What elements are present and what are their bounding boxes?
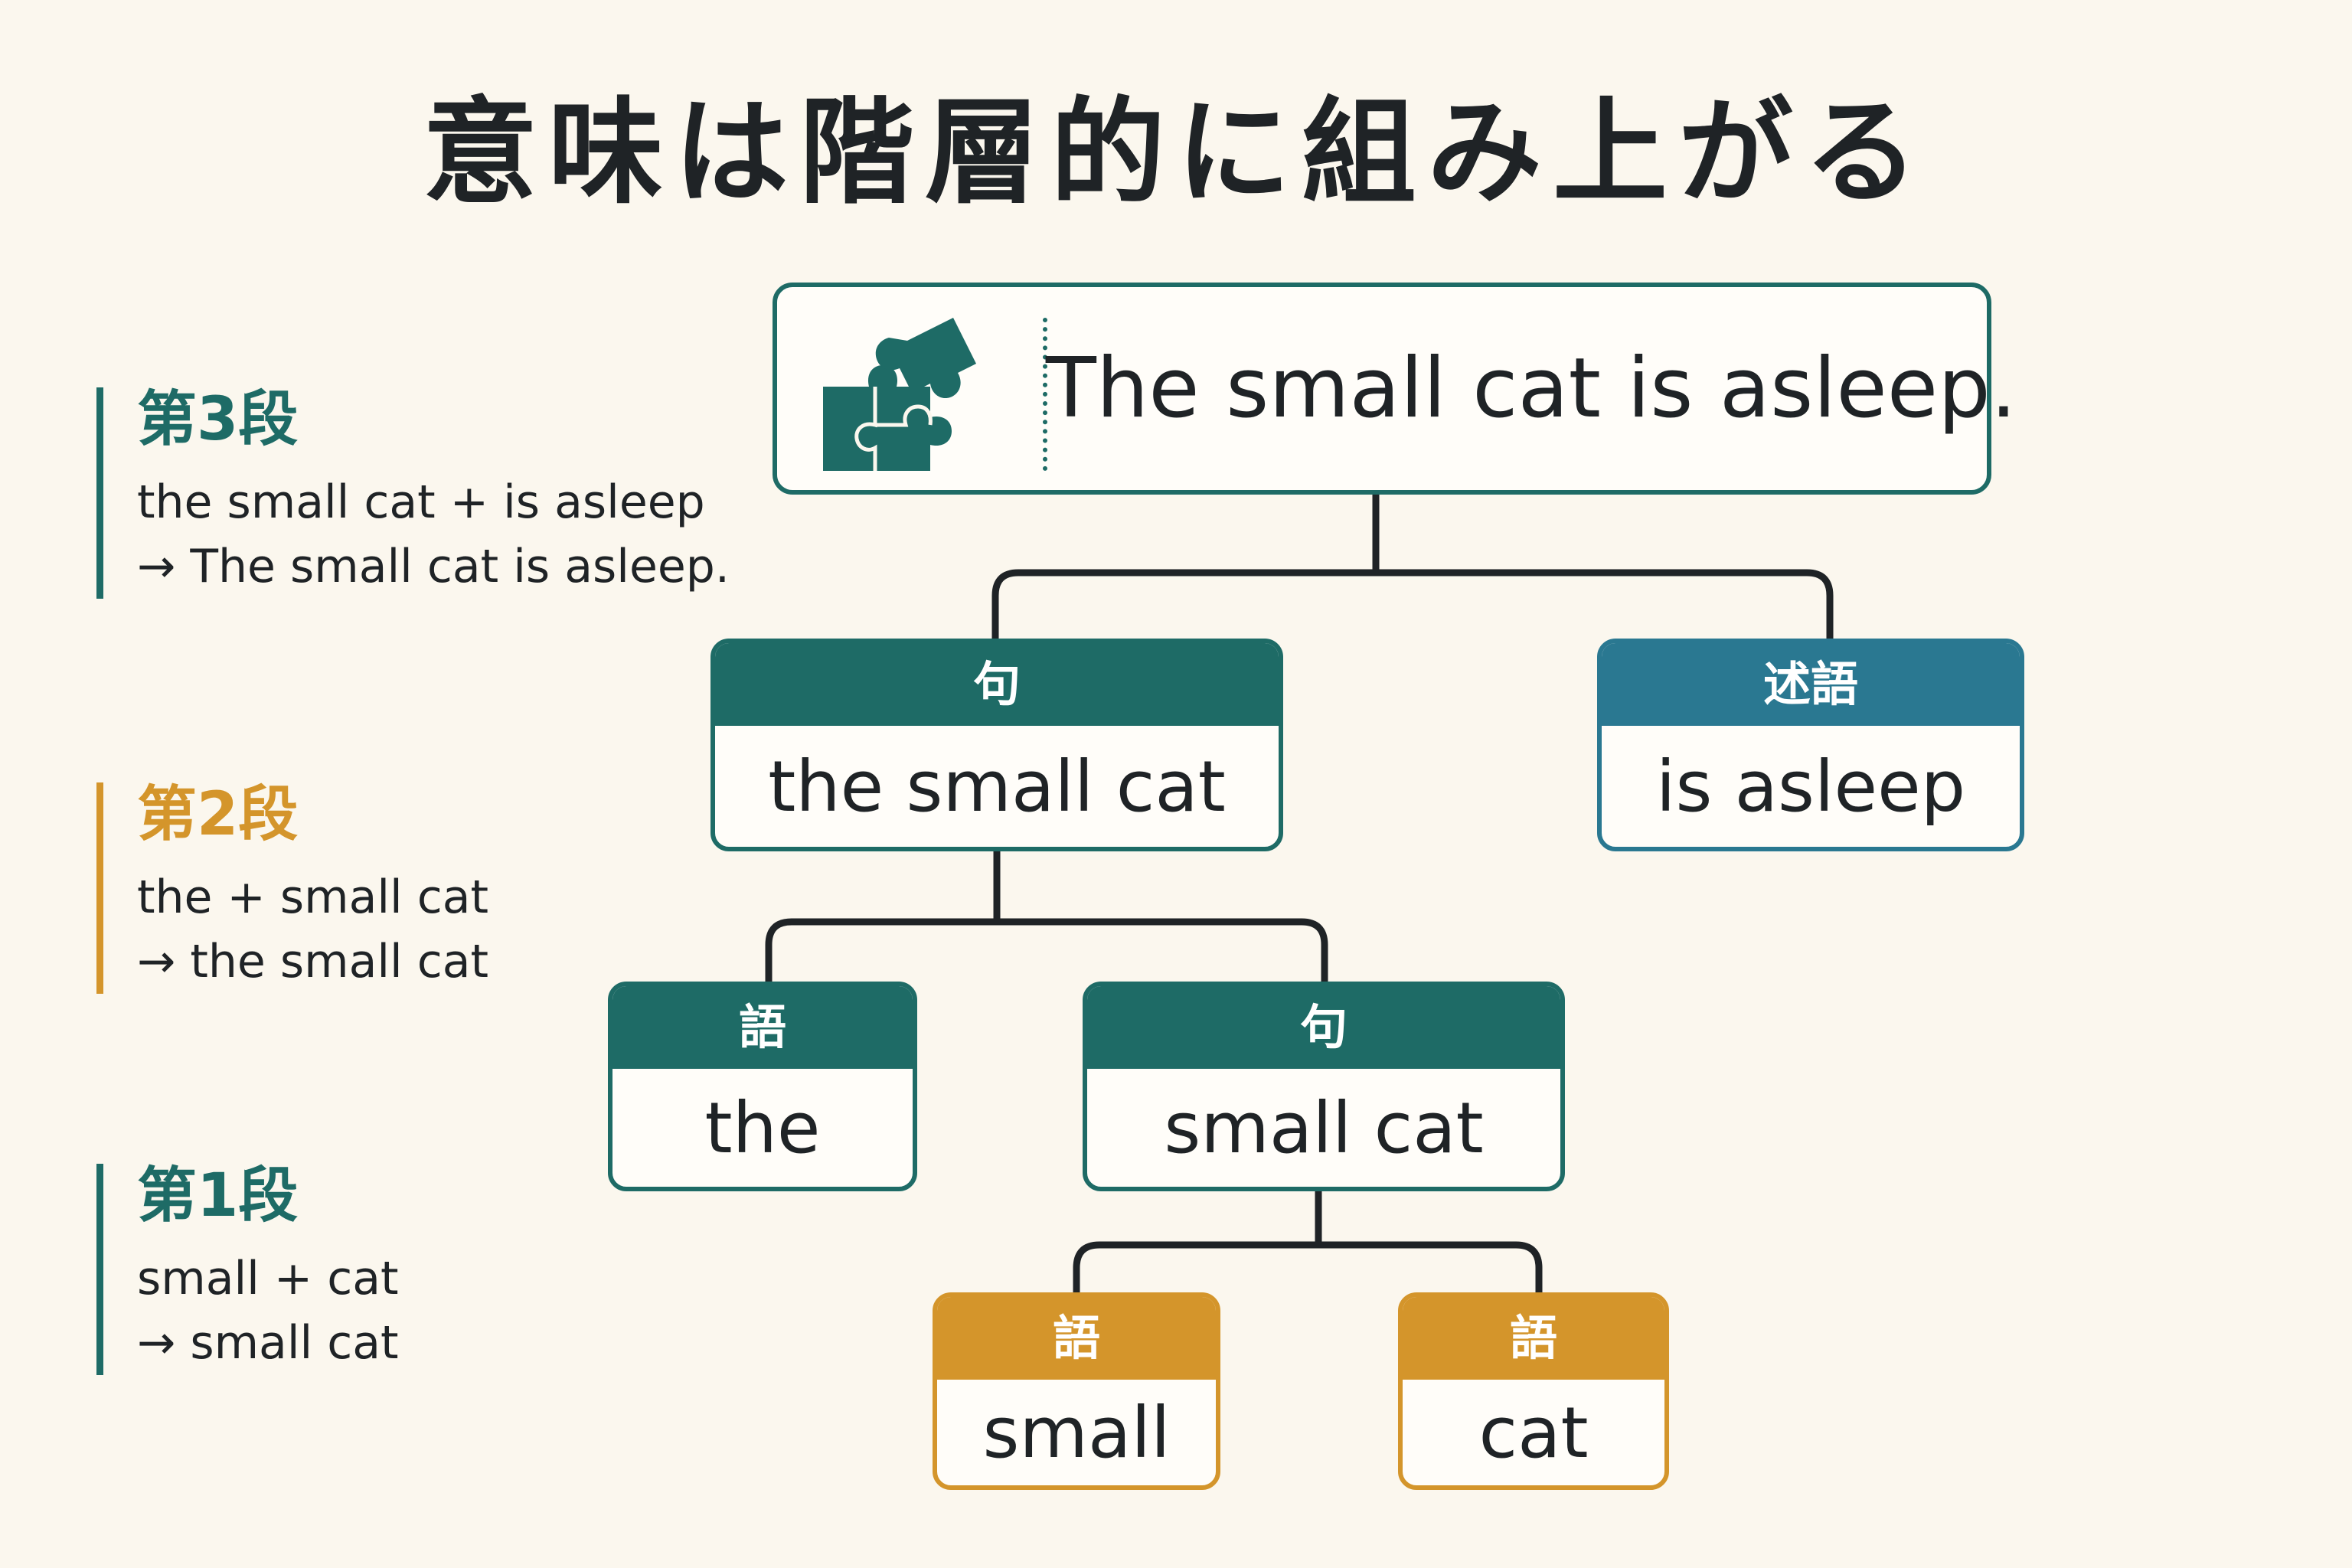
node-type-label: 句 xyxy=(1087,986,1560,1069)
stage-1-line-1: small + cat xyxy=(137,1251,399,1305)
page-title: 意味は階層的に組み上がる xyxy=(422,87,1929,220)
node-text: the xyxy=(704,1086,821,1169)
node-noun-phrase-the-small-cat: 句 the small cat xyxy=(710,639,1283,851)
puzzle-icon xyxy=(823,318,976,471)
node-text: small cat xyxy=(1164,1086,1484,1169)
node-type-label: 語 xyxy=(1403,1297,1664,1380)
sentence-text: The small cat is asleep. xyxy=(1045,341,2017,436)
node-word-cat: 語 cat xyxy=(1398,1292,1669,1490)
node-type-label: 述語 xyxy=(1602,643,2020,726)
connector-np-to-children xyxy=(765,848,1328,985)
node-text: cat xyxy=(1478,1391,1589,1474)
node-word-small: 語 small xyxy=(933,1292,1220,1490)
stage-3-line-2: → The small cat is asleep. xyxy=(137,539,730,593)
node-text: small xyxy=(982,1391,1171,1474)
stage-3-line-1: the small cat + is asleep xyxy=(137,475,705,529)
node-type-label: 語 xyxy=(937,1297,1216,1380)
node-predicate-is-asleep: 述語 is asleep xyxy=(1597,639,2024,851)
stage-3-legend: 第3段 the small cat + is asleep → The smal… xyxy=(96,387,730,599)
node-phrase-small-cat: 句 small cat xyxy=(1083,982,1565,1191)
stage-2-line-1: the + small cat xyxy=(137,870,489,924)
node-type-label: 語 xyxy=(612,986,913,1069)
dotted-divider xyxy=(1043,318,1047,471)
connector-sentence-to-children xyxy=(991,491,1834,642)
stage-3-label: 第3段 xyxy=(137,385,299,454)
stage-1-legend: 第1段 small + cat → small cat xyxy=(96,1161,399,1375)
node-word-the: 語 the xyxy=(608,982,917,1191)
node-type-label: 句 xyxy=(715,643,1279,726)
node-text: is asleep xyxy=(1655,745,1966,828)
connector-phrase-to-words xyxy=(1073,1187,1543,1296)
stage-2-legend: 第2段 the + small cat → the small cat xyxy=(96,782,488,994)
stage-1-label: 第1段 xyxy=(137,1161,299,1230)
sentence-node: The small cat is asleep. xyxy=(773,283,2017,495)
stage-2-label: 第2段 xyxy=(137,780,299,849)
stage-1-line-2: → small cat xyxy=(137,1315,399,1370)
stage-2-line-2: → the small cat xyxy=(137,934,489,988)
node-text: the small cat xyxy=(768,745,1226,828)
